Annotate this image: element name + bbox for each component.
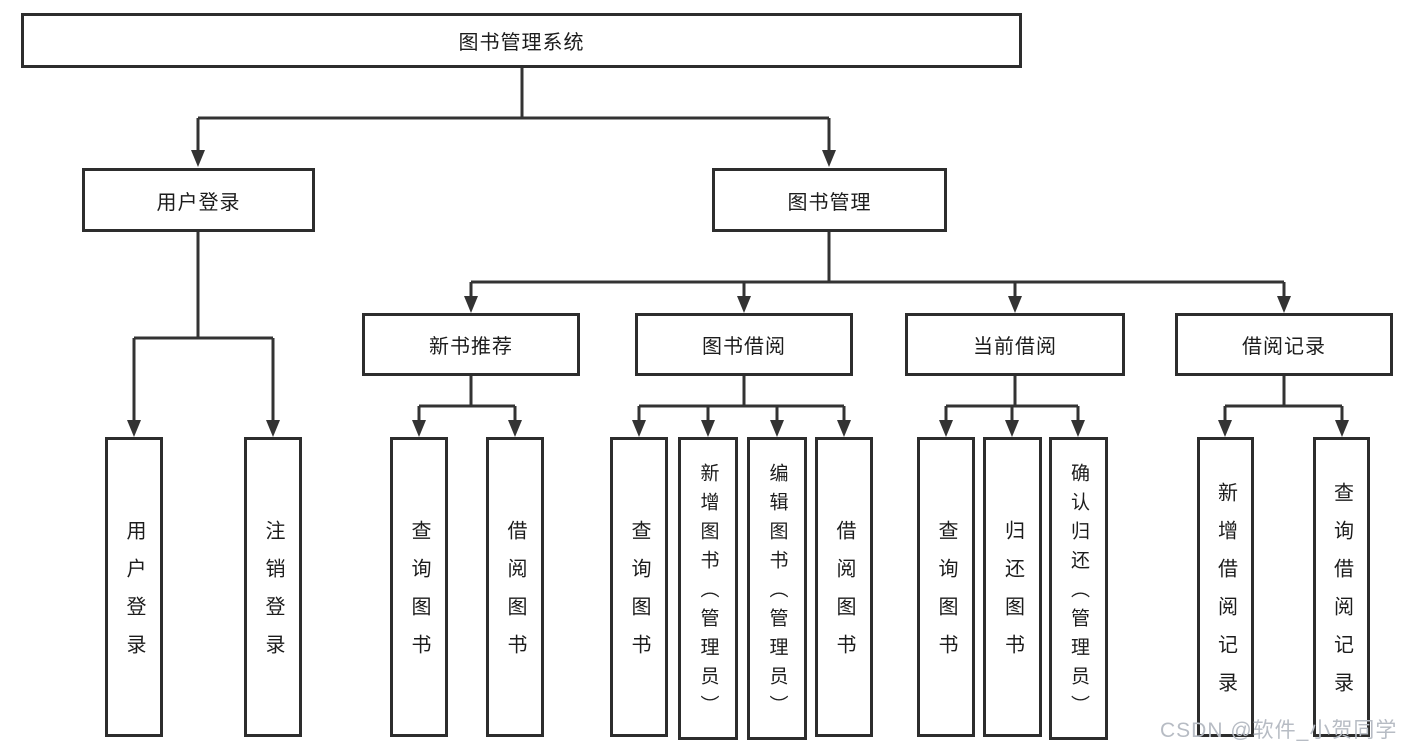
- leaf-borrow-book: 借阅图书: [815, 437, 873, 737]
- leaf-label: 查询图书: [628, 520, 650, 672]
- leaf-query-book-borrowing: 查询图书: [610, 437, 668, 737]
- node-label: 借阅记录: [1242, 336, 1326, 358]
- leaf-confirm-return-admin: 确认归还（管理员）: [1049, 437, 1108, 740]
- node-user-login: 用户登录: [82, 168, 315, 232]
- leaf-label: 新增借阅记录: [1214, 482, 1237, 710]
- leaf-label: 查询图书: [408, 520, 430, 672]
- leaf-edit-book-admin: 编辑图书（管理员）: [747, 437, 807, 740]
- node-new-book-recommendation: 新书推荐: [362, 313, 580, 376]
- node-label: 用户登录: [156, 191, 241, 214]
- leaf-label: 查询借阅记录: [1330, 482, 1353, 710]
- leaf-add-book-admin: 新增图书（管理员）: [678, 437, 738, 740]
- leaf-logout: 注销登录: [244, 437, 302, 737]
- leaf-label: 归还图书: [1001, 520, 1024, 672]
- node-label: 新书推荐: [429, 336, 513, 358]
- leaf-label: 确认归还（管理员）: [1068, 463, 1089, 724]
- leaf-borrow-book-recommend: 借阅图书: [486, 437, 544, 737]
- leaf-user-login: 用户登录: [105, 437, 163, 737]
- node-book-management: 图书管理: [712, 168, 947, 232]
- node-book-borrowing: 图书借阅: [635, 313, 853, 376]
- node-borrowing-records: 借阅记录: [1175, 313, 1393, 376]
- leaf-label: 注销登录: [262, 520, 284, 672]
- leaf-label: 查询图书: [935, 520, 957, 672]
- leaf-label: 借阅图书: [833, 520, 855, 672]
- node-label: 当前借阅: [973, 336, 1057, 358]
- leaf-label: 用户登录: [123, 520, 145, 672]
- watermark: CSDN @软件_小贺同学: [1160, 719, 1398, 742]
- leaf-label: 新增图书（管理员）: [697, 463, 719, 724]
- leaf-label: 借阅图书: [504, 520, 526, 672]
- leaf-query-borrow-record: 查询借阅记录: [1313, 437, 1370, 737]
- leaf-query-book-current: 查询图书: [917, 437, 975, 737]
- leaf-return-book: 归还图书: [983, 437, 1042, 737]
- node-label: 图书借阅: [702, 336, 786, 358]
- node-library-management-system: 图书管理系统: [21, 13, 1022, 68]
- leaf-query-book-recommend: 查询图书: [390, 437, 448, 737]
- node-label: 图书管理: [787, 191, 872, 214]
- node-label: 图书管理系统: [458, 32, 585, 54]
- leaf-label: 编辑图书（管理员）: [766, 463, 788, 724]
- leaf-add-borrow-record: 新增借阅记录: [1197, 437, 1254, 737]
- node-current-borrowing: 当前借阅: [905, 313, 1125, 376]
